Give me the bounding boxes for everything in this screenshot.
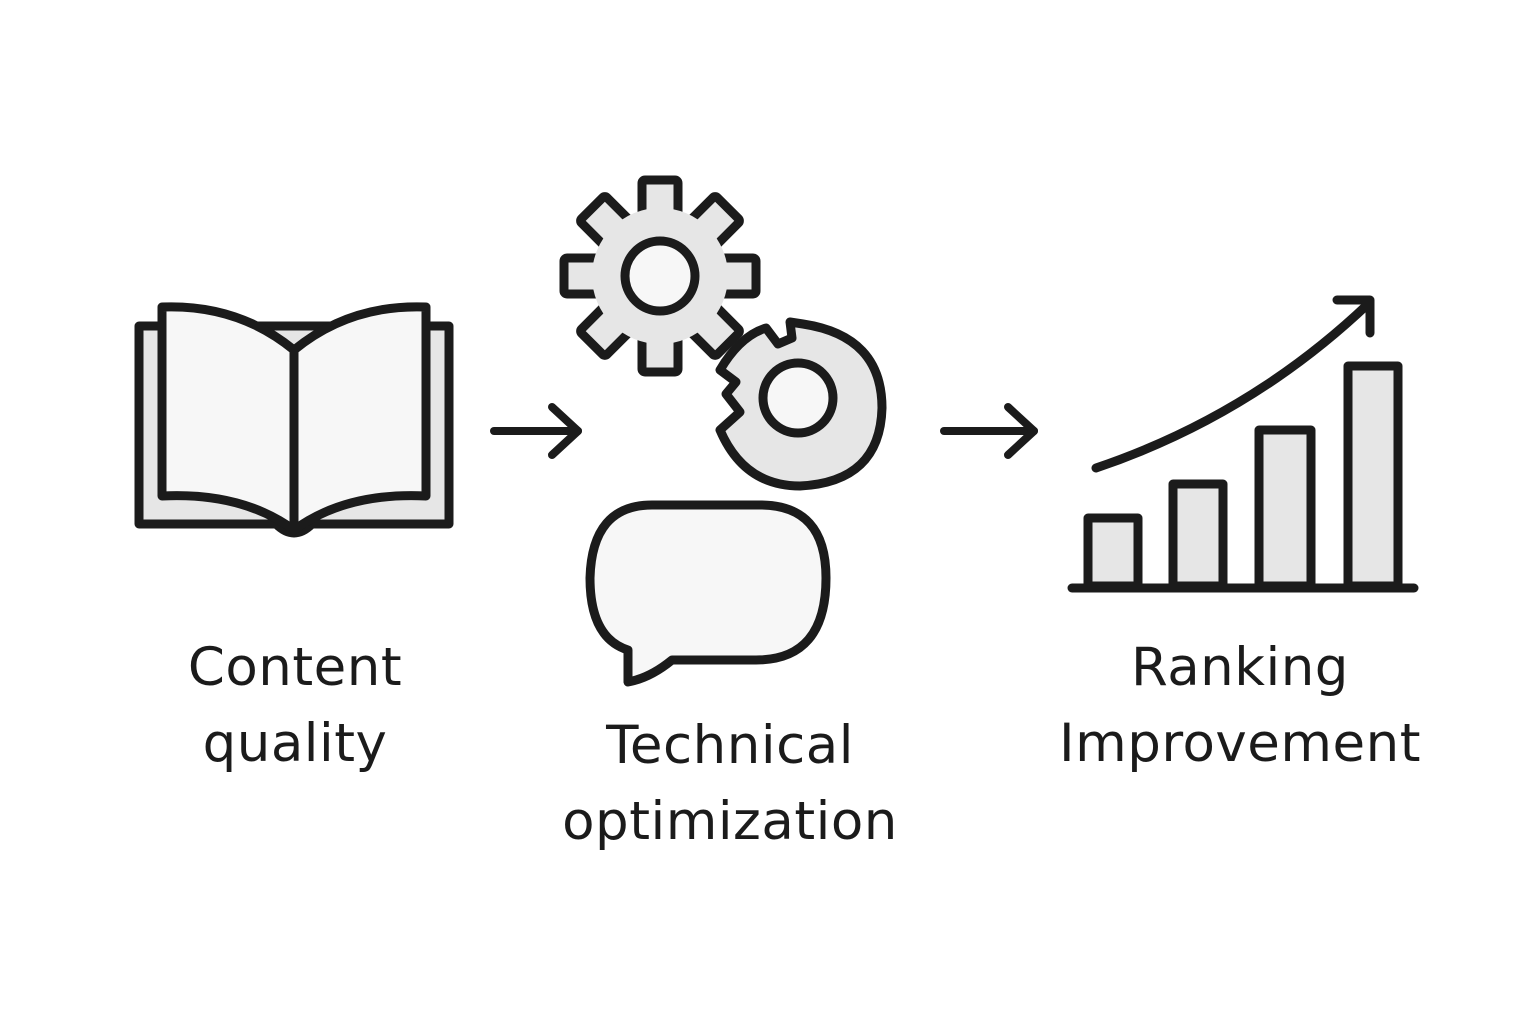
broken-gear-icon: [715, 317, 887, 491]
step-label-ranking-improvement: Ranking Improvement: [1040, 630, 1440, 782]
arrow-right-icon: [490, 403, 582, 459]
arrow-right-icon: [940, 403, 1038, 459]
label-line: Technical: [606, 715, 854, 776]
trend-arrowhead: [1332, 295, 1375, 338]
step-label-technical-optimization: Technical optimization: [530, 708, 930, 860]
label-line: Content: [187, 637, 403, 698]
label-line: Ranking: [1131, 637, 1349, 698]
trend-arrow-line: [1091, 299, 1373, 473]
rising-bar-chart-icon: [1067, 295, 1419, 593]
chart-bar-4: [1343, 361, 1403, 591]
label-line: optimization: [562, 791, 898, 852]
chart-bar-3: [1254, 425, 1316, 591]
book-right-page: [289, 302, 431, 535]
open-book-icon: [134, 302, 454, 538]
chart-bar-1: [1083, 513, 1143, 591]
speech-bubble-icon: [585, 500, 831, 687]
gear-icon: [559, 175, 761, 377]
step-label-content-quality: Content quality: [140, 630, 450, 782]
chart-bar-2: [1168, 479, 1228, 591]
label-line: Improvement: [1058, 713, 1422, 774]
label-line: quality: [202, 713, 388, 774]
book-left-page: [157, 302, 299, 535]
